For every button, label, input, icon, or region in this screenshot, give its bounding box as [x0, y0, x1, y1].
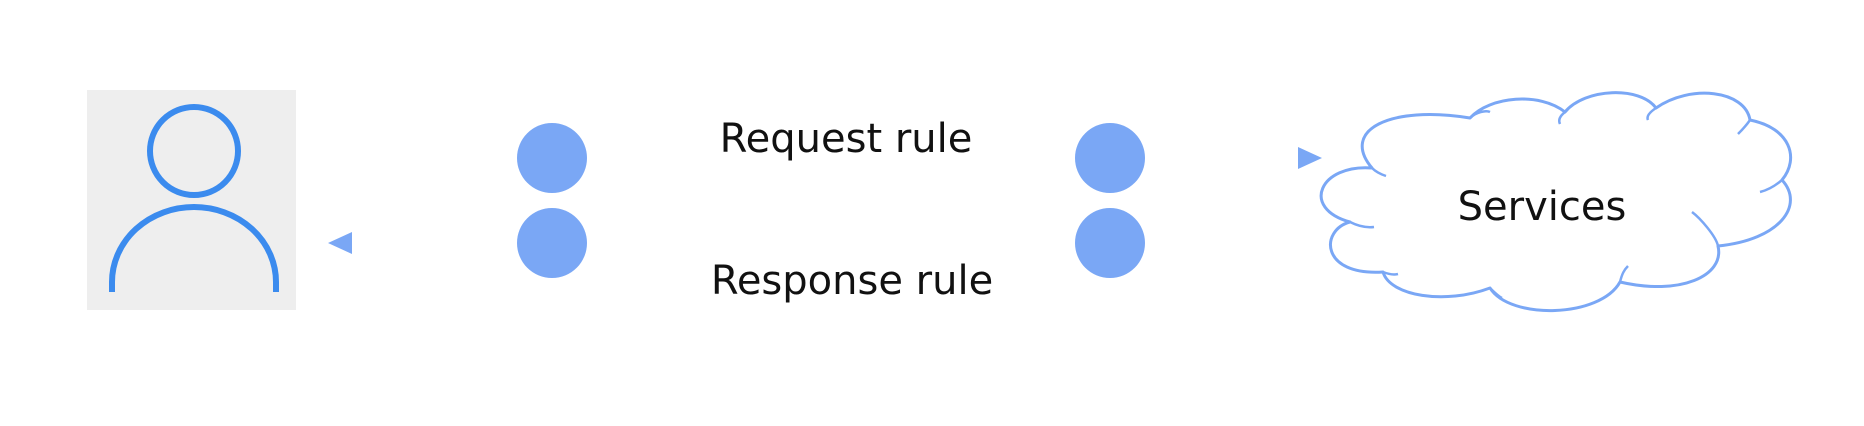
response-rule-label: Response rule	[711, 258, 993, 304]
request-rule-label: Request rule	[720, 116, 973, 162]
response-node-left	[517, 208, 587, 278]
response-arrow	[328, 208, 1322, 278]
user-box-background	[87, 90, 296, 310]
services-label: Services	[1458, 184, 1627, 230]
request-node-right	[1075, 123, 1145, 193]
cloud-icon	[1319, 91, 1792, 313]
request-arrowhead	[1298, 147, 1322, 169]
response-node-right	[1075, 208, 1145, 278]
request-node-left	[517, 123, 587, 193]
request-arrow	[326, 123, 1322, 193]
response-arrowhead	[328, 232, 352, 254]
cloud-inner-curves	[1349, 106, 1783, 300]
user-icon	[109, 104, 279, 292]
user-box	[87, 90, 296, 310]
services-cloud: Services	[1319, 91, 1792, 313]
